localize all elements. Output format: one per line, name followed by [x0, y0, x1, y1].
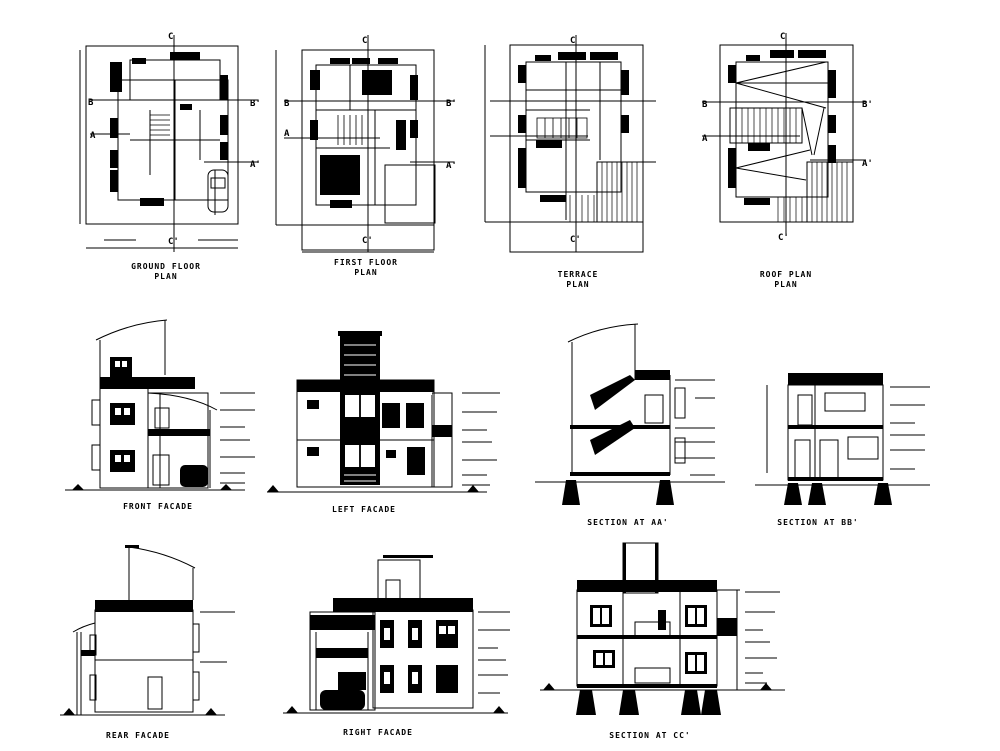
- section-aa-title: SECTION AT AA': [587, 518, 669, 527]
- rear-facade-elevation: [55, 540, 275, 720]
- section-marker-b-prime: B': [862, 100, 873, 110]
- ground-floor-plan-title-line1: GROUND FLOOR: [131, 262, 201, 271]
- section-marker-b: B: [702, 100, 708, 110]
- section-marker-c-prime: C': [570, 235, 581, 245]
- section-marker-c-prime: C': [362, 236, 373, 246]
- section-cc-title: SECTION AT CC': [609, 731, 691, 740]
- rear-facade-drawing: [60, 545, 235, 716]
- ground-floor-plan-title-line2: PLAN: [154, 272, 178, 281]
- section-marker-b-prime: B': [250, 99, 261, 109]
- section-marker-b: B: [88, 98, 94, 108]
- section-bb-title: SECTION AT BB': [777, 518, 859, 527]
- first-floor-plan-drawing: C C' B B' A A': [275, 35, 457, 253]
- left-facade-title: LEFT FACADE: [332, 505, 396, 514]
- section-marker-a: A: [702, 134, 708, 144]
- front-facade-elevation: [60, 315, 260, 495]
- first-floor-plan-title: FIRST FLOOR PLAN: [334, 258, 398, 278]
- terrace-plan-title-line2: PLAN: [566, 280, 590, 289]
- ground-floor-plan-drawing: C C' B B' A A': [79, 32, 261, 252]
- section-marker-a: A: [90, 131, 96, 141]
- section-cc-drawing: [540, 542, 785, 715]
- left-facade-drawing: [267, 331, 500, 493]
- first-floor-plan: C C' B B' A A': [270, 30, 470, 260]
- section-marker-c: C: [362, 36, 367, 46]
- first-floor-plan-title-line1: FIRST FLOOR: [334, 258, 398, 267]
- section-marker-b-prime: B': [446, 99, 457, 109]
- front-facade-title: FRONT FACADE: [123, 502, 193, 511]
- section-marker-a-prime: A': [250, 160, 261, 170]
- rear-facade-title: REAR FACADE: [106, 731, 170, 740]
- section-marker-c-prime: C': [778, 233, 789, 243]
- section-marker-c: C: [168, 32, 173, 42]
- left-facade-elevation: [262, 325, 512, 495]
- section-marker-c: C: [570, 36, 575, 46]
- section-bb: [750, 365, 940, 515]
- section-aa: [530, 320, 730, 510]
- terrace-plan-drawing: C C': [484, 35, 656, 253]
- roof-plan-title-line2: PLAN: [774, 280, 798, 289]
- section-cc: [535, 540, 795, 725]
- ground-floor-plan: C C' B B' A A': [70, 30, 270, 260]
- right-facade-title: RIGHT FACADE: [343, 728, 413, 737]
- section-bb-drawing: [755, 373, 930, 505]
- terrace-plan-title: TERRACE PLAN: [558, 270, 599, 290]
- section-aa-drawing: [535, 323, 725, 505]
- section-marker-a: A: [284, 129, 290, 139]
- ground-floor-plan-title: GROUND FLOOR PLAN: [131, 262, 201, 282]
- terrace-plan-title-line1: TERRACE: [557, 270, 599, 279]
- roof-plan-drawing: C C' B B' A A': [702, 32, 873, 243]
- section-marker-a-prime: A': [862, 159, 873, 169]
- first-floor-plan-title-line2: PLAN: [354, 268, 378, 277]
- section-marker-c-prime: C': [168, 237, 179, 247]
- roof-plan-title-line1: ROOF PLAN: [759, 270, 813, 279]
- terrace-plan: C C': [470, 30, 680, 260]
- section-marker-c: C: [780, 32, 785, 42]
- section-marker-a-prime: A': [446, 161, 457, 171]
- front-facade-drawing: [65, 319, 255, 491]
- roof-plan: C C' B B' A A': [690, 30, 890, 260]
- right-facade-drawing: [283, 555, 510, 714]
- roof-plan-title: ROOF PLAN PLAN: [760, 270, 812, 290]
- right-facade-elevation: [278, 550, 518, 720]
- section-marker-b: B: [284, 99, 290, 109]
